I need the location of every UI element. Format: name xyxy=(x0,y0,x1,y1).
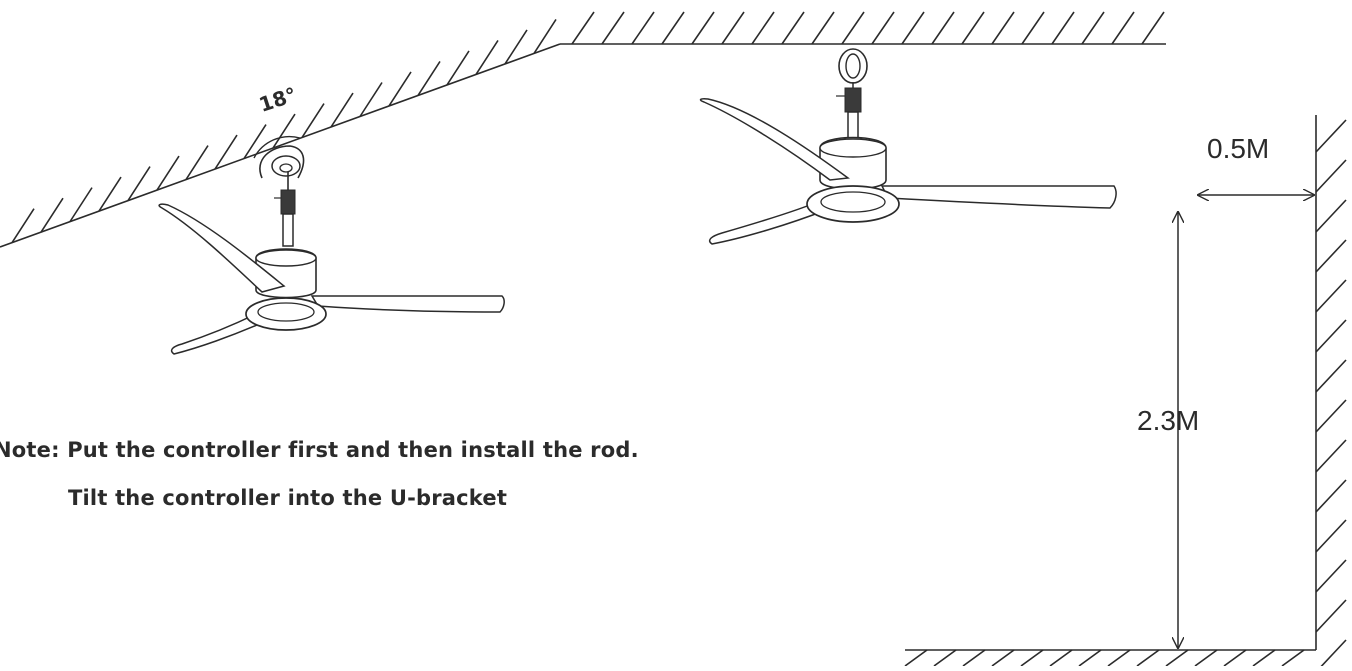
hatch-line xyxy=(661,11,685,45)
hatch-line xyxy=(330,92,354,128)
hatch-line xyxy=(962,649,986,667)
flat-ceiling-fan xyxy=(699,48,1117,245)
floor-height-label: 2.3M xyxy=(1137,405,1200,436)
hatch-line xyxy=(359,82,383,117)
hatch-line xyxy=(40,197,64,233)
hatch-line xyxy=(156,155,180,191)
wall-clearance-label: 0.5M xyxy=(1207,133,1270,164)
hatch-line xyxy=(1315,599,1347,633)
hatch-line xyxy=(1141,11,1165,45)
hatch-line xyxy=(1020,649,1044,667)
wall xyxy=(1315,115,1347,671)
hatch-line xyxy=(691,11,715,45)
hatch-line xyxy=(841,11,865,45)
hatch-line xyxy=(1223,649,1247,667)
hatch-line xyxy=(904,649,928,667)
hatch-line xyxy=(417,61,441,96)
hatch-line xyxy=(1315,639,1347,671)
hatch-line xyxy=(1315,319,1347,353)
flat-ceiling-hatching xyxy=(571,11,1165,45)
hatch-line xyxy=(185,145,209,181)
sloped-fan-blade-right xyxy=(310,295,505,313)
hatch-line xyxy=(1315,359,1347,393)
hatch-line xyxy=(631,11,655,45)
hatch-line xyxy=(504,29,528,65)
hatch-line xyxy=(1051,11,1075,45)
hatch-line xyxy=(1281,649,1305,667)
sloped-rod-coupler xyxy=(280,189,296,215)
hatch-line xyxy=(1165,649,1189,667)
hatch-line xyxy=(272,113,296,149)
hatch-line xyxy=(1107,649,1131,667)
hatch-line xyxy=(1315,119,1347,153)
hatch-line xyxy=(1315,519,1347,553)
installation-note-line-1: Note: Put the controller first and then … xyxy=(0,438,639,462)
hatch-line xyxy=(243,124,267,159)
sloped-fan-blade-bottom xyxy=(170,310,265,355)
hatch-line xyxy=(1315,399,1347,433)
hatch-line xyxy=(388,71,412,107)
hatch-line xyxy=(98,176,122,212)
hatch-line xyxy=(1081,11,1105,45)
flat-fan-blade-bottom xyxy=(708,198,827,245)
hatch-line xyxy=(901,11,925,45)
hatch-line xyxy=(961,11,985,45)
hatch-line xyxy=(1315,159,1347,193)
floor xyxy=(904,649,1316,667)
flat-fan-blade-right xyxy=(880,185,1117,209)
installation-note-line-2: Tilt the controller into the U-bracket xyxy=(68,486,508,510)
hatch-line xyxy=(1049,649,1073,667)
hatch-line xyxy=(1194,649,1218,667)
hatch-line xyxy=(781,11,805,45)
sloped-ceiling-hatching xyxy=(11,18,557,244)
hatch-line xyxy=(1315,439,1347,473)
hatch-line xyxy=(446,50,470,86)
hatch-line xyxy=(721,11,745,45)
hatch-line xyxy=(127,166,151,202)
hatch-line xyxy=(811,11,835,45)
sloped-fan-blade-left xyxy=(158,203,286,293)
wall-hatching xyxy=(1315,119,1347,671)
hatch-line xyxy=(571,11,595,45)
hatch-line xyxy=(1315,479,1347,513)
hatch-line xyxy=(1315,279,1347,313)
hatch-line xyxy=(1315,239,1347,273)
hatch-line xyxy=(751,11,775,45)
angle-arc xyxy=(253,135,301,159)
flat-fan-blade-left xyxy=(699,98,850,181)
sloped-ceiling xyxy=(0,18,561,248)
hatch-line xyxy=(69,187,93,223)
hatch-line xyxy=(1078,649,1102,667)
floor-hatching xyxy=(904,649,1305,667)
hatch-line xyxy=(991,649,1015,667)
hatch-line xyxy=(1021,11,1045,45)
hatch-line xyxy=(214,134,238,170)
flat-rod-coupler xyxy=(844,87,862,113)
hatch-line xyxy=(1136,649,1160,667)
hatch-line xyxy=(1252,649,1276,667)
hatch-line xyxy=(1315,199,1347,233)
hatch-line xyxy=(933,649,957,667)
hatch-line xyxy=(601,11,625,45)
hatch-line xyxy=(533,18,557,54)
hatch-line xyxy=(1315,559,1347,593)
hatch-line xyxy=(931,11,955,45)
hatch-line xyxy=(11,208,35,244)
hatch-line xyxy=(475,40,499,75)
hatch-line xyxy=(991,11,1015,45)
hatch-line xyxy=(871,11,895,45)
hatch-line xyxy=(301,103,325,138)
sloped-ceiling-fan xyxy=(158,135,505,355)
flat-ceiling xyxy=(560,11,1166,45)
hatch-line xyxy=(1111,11,1135,45)
